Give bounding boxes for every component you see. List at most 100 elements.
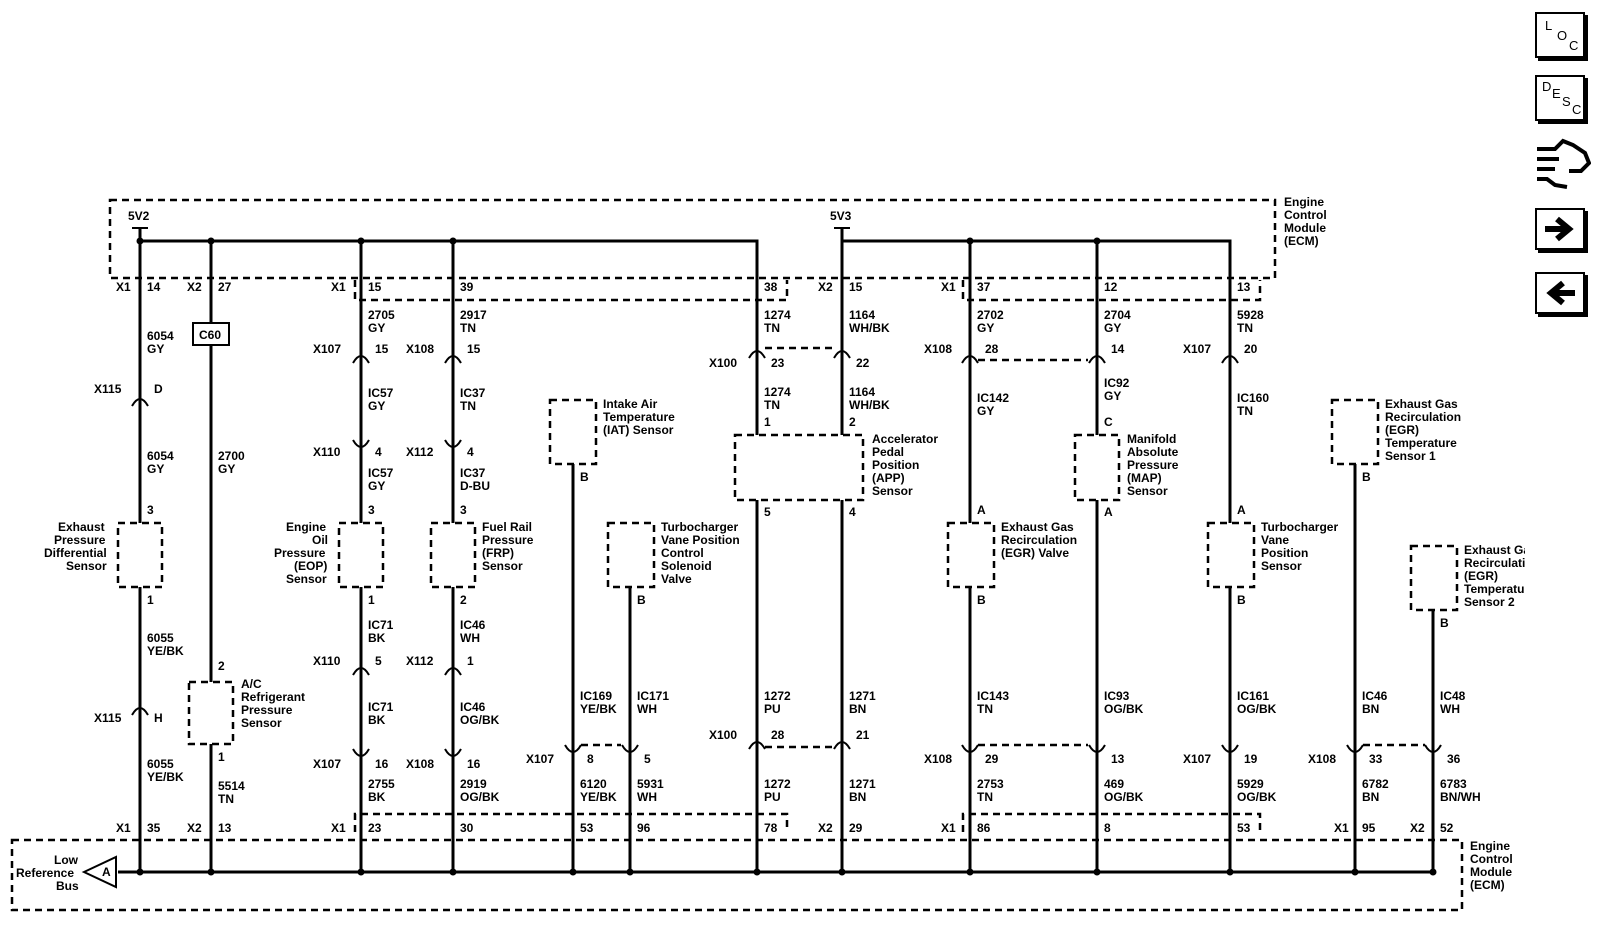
diagram-label: X2 [1410, 821, 1425, 835]
diagram-label: 2704 [1104, 308, 1131, 322]
diagram-label: Control [1284, 208, 1327, 222]
next-button[interactable] [1535, 208, 1585, 250]
diagram-label: Temperature [603, 410, 675, 424]
splice-dot [136, 868, 144, 876]
diagram-label: Sensor [241, 716, 282, 730]
diagram-label: 1274 [764, 308, 791, 322]
diagram-label: 15 [849, 280, 863, 294]
conn-x115-top: X115 [94, 382, 122, 396]
diagram-label: X110 [313, 654, 341, 668]
splice-dot [357, 868, 365, 876]
wire-segment [1221, 355, 1239, 364]
diagram-label: X112 [406, 654, 434, 668]
splice-dot [136, 237, 144, 245]
diagram-label: BK [368, 713, 386, 727]
desc-button[interactable]: D E S C [1535, 75, 1585, 121]
diagram-label: 2917 [460, 308, 487, 322]
splice-dot [449, 868, 457, 876]
diagram-label: YE/BK [580, 790, 617, 804]
connector-view-button[interactable] [1533, 135, 1592, 193]
ac-refrigerant-pressure-sensor [187, 680, 235, 746]
diagram-label: Control [1470, 852, 1513, 866]
diagram-label: TN [1237, 321, 1253, 335]
diagram-label: Pedal [872, 445, 904, 459]
diagram-label: WH/BK [849, 398, 890, 412]
ecm-bottom-box [10, 838, 1464, 912]
x1-bottom-separator [353, 812, 789, 832]
diagram-label: B [1237, 593, 1246, 607]
diagram-label: WH [637, 702, 657, 716]
diagram-label: WH [460, 631, 480, 645]
diagram-label: 96 [637, 821, 651, 835]
left-arrow-icon [1546, 280, 1575, 306]
splice-dot [753, 868, 761, 876]
diagram-label: OG/BK [460, 713, 500, 727]
diagram-label: 16 [375, 757, 389, 771]
diagram-label: X100 [709, 728, 737, 742]
diagram-label: 2 [460, 593, 467, 607]
diagram-label: GY [368, 399, 385, 413]
desc-letter-s: S [1562, 94, 1571, 109]
diagram-label: Valve [661, 572, 692, 586]
diagram-label: IC169 [580, 689, 612, 703]
desc-letter-e: E [1552, 86, 1561, 101]
diagram-label: 6055 [147, 631, 174, 645]
diagram-label: OG/BK [1237, 702, 1277, 716]
wire-segment [564, 744, 582, 753]
diagram-label: 3 [460, 503, 467, 517]
diagram-label: 5 [644, 752, 651, 766]
diagram-label: (EOP) [294, 559, 327, 573]
diagram-label: Intake Air [603, 397, 658, 411]
diagram-label: (IAT) Sensor [603, 423, 674, 437]
diagram-label: Absolute [1127, 445, 1179, 459]
diagram-label: 15 [375, 342, 389, 356]
splice-dot [1093, 868, 1101, 876]
schematic-diagram: Engine Control Module (ECM) Engine Contr… [10, 195, 1525, 912]
diagram-label: Turbocharger [1261, 520, 1338, 534]
desc-letter-c: C [1572, 102, 1582, 117]
diagram-label: Exhaust Gas [1464, 543, 1525, 557]
diagram-label: B [1362, 470, 1371, 484]
x1-top-separator-right [961, 280, 1262, 302]
diagram-label: BK [368, 631, 386, 645]
desc-letter-d: D [1542, 79, 1552, 94]
diagram-label: X2 [187, 821, 202, 835]
diagram-label: Vane [1261, 533, 1289, 547]
turbo-vane-position-control-solenoid [606, 521, 656, 589]
diagram-label: 78 [764, 821, 778, 835]
diagram-label: 1271 [849, 689, 876, 703]
diagram-label: IC71 [368, 618, 394, 632]
diagram-label: 12 [1104, 280, 1118, 294]
diagram-label: (FRP) [482, 546, 514, 560]
diagram-label: 23 [368, 821, 382, 835]
diagram-label: IC160 [1237, 391, 1269, 405]
ground-ref-letter: A [102, 865, 111, 879]
diagram-label: Control [661, 546, 704, 560]
diagram-label: Module [1470, 865, 1512, 879]
pin-14: 14 [147, 280, 161, 294]
diagram-label: Differential [44, 546, 107, 560]
diagram-label: Recirculation [1001, 533, 1077, 547]
loc-button[interactable]: L O C [1535, 12, 1585, 58]
diagram-label: 52 [1440, 821, 1454, 835]
diagram-label: Low [54, 853, 79, 867]
wire-segment [1424, 744, 1442, 753]
diagram-label: 1272 [764, 689, 791, 703]
diagram-label: Temperature [1464, 582, 1525, 596]
wire-segment [352, 355, 370, 364]
loc-letter-l: L [1545, 18, 1553, 33]
accelerator-pedal-position-sensor [733, 433, 865, 502]
diagram-label: 27 [218, 280, 232, 294]
diagram-label: TN [218, 792, 234, 806]
diagram-label: 36 [1447, 752, 1461, 766]
wire-segment [961, 744, 979, 753]
diagram-label: Manifold [1127, 432, 1176, 446]
diagram-label: Sensor 2 [1464, 595, 1515, 609]
diagram-label: A [977, 503, 986, 517]
diagram-label: Position [872, 458, 919, 472]
connector-hands-icon [1537, 138, 1592, 189]
previous-button[interactable] [1535, 272, 1585, 314]
diagram-label: 3 [368, 503, 375, 517]
diagram-label: IC37 [460, 466, 486, 480]
diagram-label: IC46 [460, 618, 486, 632]
